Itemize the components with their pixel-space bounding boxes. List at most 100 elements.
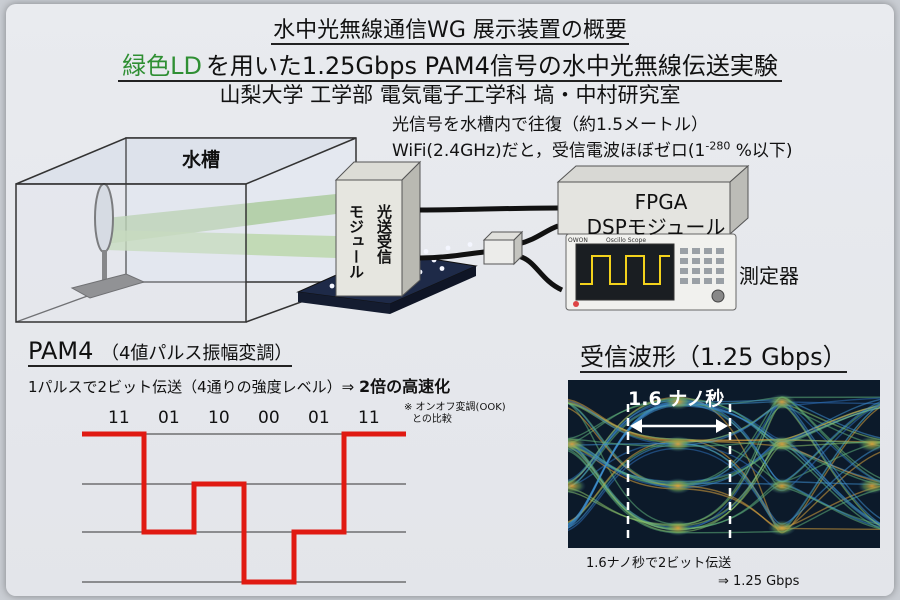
eye-trace xyxy=(568,404,880,483)
cable-tx xyxy=(419,205,559,213)
eye-crossing-glow xyxy=(768,520,796,536)
eye-trace xyxy=(568,402,880,487)
eye-trace xyxy=(568,441,880,531)
eye-interval-label: 1.6 ナノ秒 xyxy=(628,388,725,410)
beam-return xyxy=(106,230,336,258)
interval-arrowhead-right xyxy=(716,419,728,433)
pam4-level-lines xyxy=(82,433,406,583)
scope-button xyxy=(716,258,724,264)
setup-note-distance: 光信号を水槽内で往復（約1.5メートル） xyxy=(392,115,709,135)
eye-trace xyxy=(568,402,880,488)
eye-trace xyxy=(568,439,880,526)
scope-button xyxy=(680,248,688,254)
scope-brand: OWON xyxy=(568,237,588,244)
eye-trace xyxy=(568,397,880,530)
eye-trace xyxy=(568,442,880,525)
eye-crossing-glow xyxy=(664,520,692,536)
pam4-bit-label: 11 xyxy=(358,408,380,428)
eye-trace xyxy=(568,405,880,529)
pam4-description: 1パルスで2ビット伝送（4通りの強度レベル）⇒ 2倍の高速化 xyxy=(28,377,451,396)
eye-trace xyxy=(568,398,880,525)
eye-trace xyxy=(568,405,880,523)
pam4-bit-label: 11 xyxy=(108,408,130,428)
eye-crossing-glow xyxy=(768,394,796,410)
scope-button xyxy=(680,268,688,274)
measurement-device-label: 測定器 xyxy=(739,264,799,288)
eye-trace xyxy=(568,399,880,489)
breadboard-hole xyxy=(439,266,445,271)
cable-rx xyxy=(419,249,485,261)
eye-crossing-glow xyxy=(664,478,692,494)
pam4-signal-line xyxy=(82,431,406,585)
eye-trace xyxy=(568,404,880,527)
eye-trace xyxy=(568,401,880,527)
panel-title: 水中光無線通信WG 展示装置の概要 xyxy=(271,18,629,45)
signal-splitter xyxy=(482,230,524,266)
eye-trace xyxy=(568,398,880,443)
eye-crossing-glow xyxy=(858,436,880,452)
optical-module xyxy=(334,160,422,298)
eye-trace xyxy=(568,396,880,489)
fpga-module xyxy=(556,164,750,236)
scope-power-led xyxy=(573,301,579,307)
breadboard-hole xyxy=(467,242,473,247)
scope-button xyxy=(692,278,700,284)
optical-module-label: 光送受信 モジュール xyxy=(340,204,406,284)
eye-crossing-glow xyxy=(664,436,692,452)
eye-caption-rate: ⇒ 1.25 Gbps xyxy=(718,574,800,589)
eye-trace xyxy=(568,441,880,530)
pam4-bit-label: 01 xyxy=(308,408,330,428)
scope-button xyxy=(692,248,700,254)
eye-trace xyxy=(568,401,880,525)
module-label-col2: モジュール xyxy=(347,204,365,279)
eye-trace xyxy=(568,402,880,444)
pam4-bit-label: 10 xyxy=(208,408,230,428)
eye-trace xyxy=(568,396,880,526)
scope-button xyxy=(692,258,700,264)
eye-trace xyxy=(568,444,880,486)
eye-crossing-glow xyxy=(568,436,586,452)
eye-traces xyxy=(568,394,880,536)
breadboard-hole xyxy=(329,283,335,289)
eye-crossing-glow xyxy=(568,478,586,494)
eye-trace xyxy=(568,441,880,530)
eye-trace xyxy=(568,403,880,530)
eye-trace xyxy=(568,400,880,528)
module-label-col1: 光送受信 xyxy=(375,204,393,264)
eye-trace xyxy=(568,397,880,487)
scope-trace xyxy=(580,255,670,285)
scope-button xyxy=(692,268,700,274)
pam4-footnote-2: との比較 xyxy=(412,414,452,425)
subtitle-rest: を用いた1.25Gbps PAM4信号の水中光無線伝送実験 xyxy=(203,52,780,82)
cable-scope xyxy=(517,253,564,293)
setup-note-wifi: WiFi(2.4GHz)だと，受信電波ほぼゼロ(1-280 %以下) xyxy=(392,139,793,161)
scope-button xyxy=(704,268,712,274)
eye-trace xyxy=(568,400,880,492)
eye-trace xyxy=(568,402,880,529)
cable-fpga xyxy=(517,223,559,247)
pam4-title: PAM4 （4値パルス振幅変調） xyxy=(28,337,293,367)
interval-arrowhead-left xyxy=(630,419,642,433)
tank-label: 水槽 xyxy=(182,149,221,171)
scope-button xyxy=(704,278,712,284)
scope-button xyxy=(704,248,712,254)
tank-front xyxy=(15,183,247,323)
eye-trace xyxy=(568,407,880,531)
scope-button xyxy=(716,268,724,274)
scope-button xyxy=(716,248,724,254)
eye-trace xyxy=(568,405,880,533)
scope-button xyxy=(680,258,688,264)
eye-trace xyxy=(568,407,880,527)
scope-title: Oscillo Scope xyxy=(606,237,646,244)
scope-button xyxy=(680,278,688,284)
breadboard-hole xyxy=(445,245,451,251)
eye-trace xyxy=(568,396,880,486)
pam4-footnote: ※ オンオフ変調(OOK) xyxy=(404,402,506,413)
eye-caption: 1.6ナノ秒で2ビット伝送 xyxy=(586,556,732,571)
eye-trace xyxy=(568,398,880,445)
eye-trace xyxy=(568,399,880,529)
eye-trace xyxy=(568,402,880,525)
subtitle-highlight: 緑色LD xyxy=(120,52,204,82)
eye-trace xyxy=(568,401,880,531)
eye-trace xyxy=(568,444,880,531)
